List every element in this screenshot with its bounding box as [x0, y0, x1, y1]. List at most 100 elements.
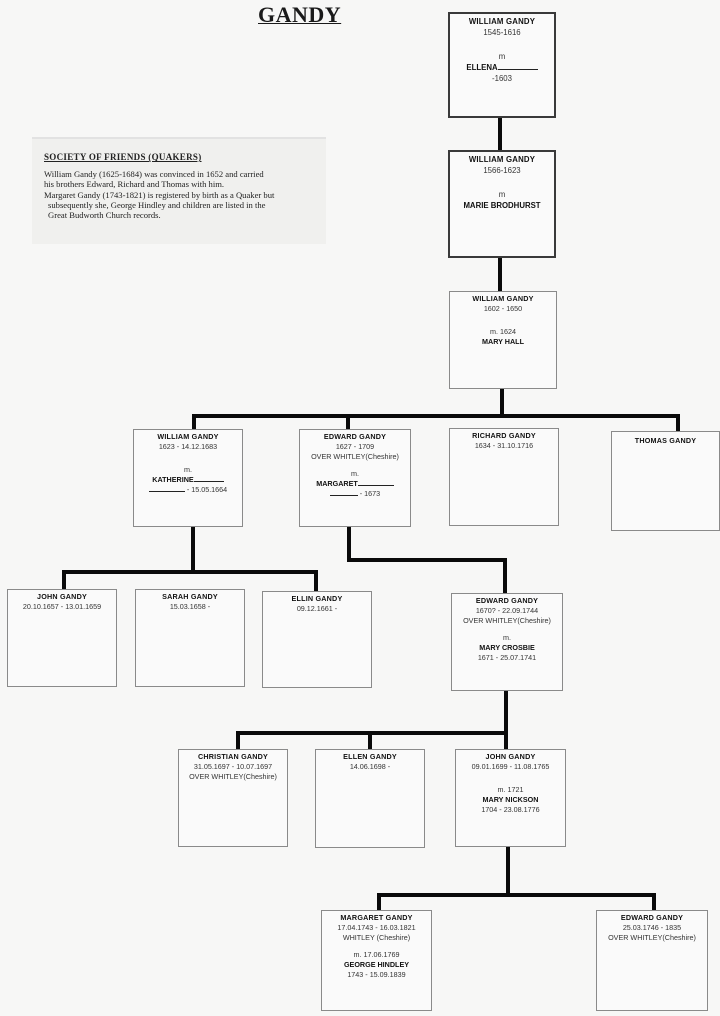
person-card-edward-1627[interactable]: EDWARD GANDY 1627 - 1709 OVER WHITLEY(Ch…	[299, 429, 411, 527]
connector-line	[192, 414, 680, 418]
connector-line	[498, 258, 502, 294]
person-dates: 1602 - 1650	[483, 304, 523, 313]
spouse-dates: - 15.05.1664	[186, 485, 228, 494]
marriage-label: m. 17.06.1769	[353, 950, 400, 959]
connector-line	[192, 414, 196, 430]
connector-line	[676, 414, 680, 432]
person-name: RICHARD GANDY	[472, 431, 536, 440]
spouse-name: ELLENA	[466, 63, 498, 72]
person-card-thomas[interactable]: THOMAS GANDY	[611, 431, 720, 531]
person-dates: 31.05.1697 - 10.07.1697	[193, 762, 273, 771]
person-card-christian-1697[interactable]: CHRISTIAN GANDY 31.05.1697 - 10.07.1697 …	[178, 749, 288, 847]
marriage-label: m.	[503, 633, 511, 642]
person-card-margaret-1743[interactable]: MARGARET GANDY 17.04.1743 - 16.03.1821 W…	[321, 910, 432, 1011]
marriage-label: m	[498, 190, 506, 199]
page-title: GANDY	[258, 2, 342, 27]
connector-line	[506, 846, 510, 896]
person-dates: 17.04.1743 - 16.03.1821	[337, 923, 416, 932]
spouse-dates: - 1673	[359, 489, 381, 498]
person-dates: 1545-1616	[483, 28, 521, 37]
connector-line	[347, 526, 351, 562]
connector-line	[62, 570, 318, 574]
spouse-dates: 1743 - 15.09.1839	[347, 970, 406, 979]
spouse-name: MARGARET	[316, 479, 358, 488]
connector-line	[498, 118, 502, 150]
note-body: William Gandy (1625-1684) was convinced …	[44, 169, 324, 220]
connector-line	[347, 558, 507, 562]
person-dates: 1634 - 31.10.1716	[474, 441, 534, 450]
person-name: EDWARD GANDY	[620, 913, 684, 922]
spouse-name: KATHERINE	[152, 475, 194, 484]
marriage-label: m. 1624	[490, 327, 516, 336]
note-line: Great Budworth Church records.	[48, 210, 161, 221]
note-line: William Gandy (1625-1684) was convinced …	[44, 169, 264, 180]
person-place: OVER WHITLEY(Cheshire)	[463, 616, 551, 625]
person-dates: 09.01.1699 - 11.08.1765	[471, 762, 550, 771]
connector-line	[503, 558, 507, 594]
spouse-dates: 1671 - 25.07.1741	[477, 653, 537, 662]
connector-line	[62, 570, 66, 590]
person-card-edward-1670[interactable]: EDWARD GANDY 1670? - 22.09.1744 OVER WHI…	[451, 593, 563, 691]
note-line: subsequently she, George Hindley and chi…	[48, 199, 266, 210]
person-name: WILLIAM GANDY	[468, 155, 536, 164]
person-dates: 14.06.1698 -	[349, 762, 391, 771]
note-line: Margaret Gandy (1743-1821) is registered…	[44, 189, 275, 200]
person-dates: 09.12.1661 -	[296, 604, 338, 613]
connector-line	[500, 388, 504, 418]
spouse-name: MARY NICKSON	[482, 795, 539, 804]
note-line: his brothers Edward, Richard and Thomas …	[44, 179, 225, 190]
marriage-label: m.	[351, 469, 359, 478]
marriage-label: m. 1721	[497, 785, 524, 794]
person-dates: 15.03.1658 -	[169, 602, 211, 611]
person-card-william-1545[interactable]: WILLIAM GANDY 1545-1616 m ELLENA -1603	[448, 12, 556, 118]
person-card-john-1657[interactable]: JOHN GANDY 20.10.1657 - 13.01.1659	[7, 589, 117, 687]
person-card-william-1623[interactable]: WILLIAM GANDY 1623 - 14.12.1683 m. KATHE…	[133, 429, 243, 527]
spouse-name: MARY CROSBIE	[479, 643, 535, 652]
person-dates: 1566-1623	[483, 166, 521, 175]
connector-line	[236, 731, 508, 735]
person-card-sarah-1658[interactable]: SARAH GANDY 15.03.1658 -	[135, 589, 245, 687]
connector-line	[652, 893, 656, 911]
person-dates: 20.10.1657 - 13.01.1659	[22, 602, 102, 611]
person-name: CHRISTIAN GANDY	[197, 752, 269, 761]
spouse-name: MARIE BRODHURST	[463, 201, 541, 210]
person-name: THOMAS GANDY	[634, 436, 697, 445]
person-card-william-1566[interactable]: WILLIAM GANDY 1566-1623 m MARIE BRODHURS…	[448, 150, 556, 258]
marriage-label: m.	[184, 465, 192, 474]
person-place: OVER WHITLEY(Cheshire)	[311, 452, 399, 461]
person-name: MARGARET GANDY	[340, 913, 413, 922]
person-card-ellen-1698[interactable]: ELLEN GANDY 14.06.1698 -	[315, 749, 425, 848]
quaker-note: SOCIETY OF FRIENDS (QUAKERS) William Gan…	[32, 137, 326, 244]
person-card-william-1602[interactable]: WILLIAM GANDY 1602 - 1650 m. 1624 MARY H…	[449, 291, 557, 389]
person-card-richard-1634[interactable]: RICHARD GANDY 1634 - 31.10.1716	[449, 428, 559, 526]
spouse-dates: -1603	[492, 74, 512, 83]
person-name: WILLIAM GANDY	[468, 17, 536, 26]
connector-line	[346, 414, 350, 430]
spouse-name: MARY HALL	[482, 337, 524, 346]
marriage-label: m	[498, 52, 506, 61]
connector-line	[377, 893, 381, 911]
person-name: EDWARD GANDY	[323, 432, 387, 441]
person-dates: 1623 - 14.12.1683	[158, 442, 218, 451]
person-place: OVER WHITLEY(Cheshire)	[189, 772, 277, 781]
person-name: ELLIN GANDY	[291, 594, 343, 603]
person-card-ellin-1661[interactable]: ELLIN GANDY 09.12.1661 -	[262, 591, 372, 688]
spouse-dates: 1704 - 23.08.1776	[481, 805, 540, 814]
person-name: JOHN GANDY	[485, 752, 536, 761]
person-place: WHITLEY (Cheshire)	[342, 933, 411, 942]
connector-line	[368, 731, 372, 750]
person-card-john-1699[interactable]: JOHN GANDY 09.01.1699 - 11.08.1765 m. 17…	[455, 749, 566, 847]
person-name: EDWARD GANDY	[475, 596, 539, 605]
person-dates: 25.03.1746 - 1835	[622, 923, 682, 932]
note-heading: SOCIETY OF FRIENDS (QUAKERS)	[44, 152, 202, 162]
person-card-edward-1746[interactable]: EDWARD GANDY 25.03.1746 - 1835 OVER WHIT…	[596, 910, 708, 1011]
person-name: WILLIAM GANDY	[157, 432, 219, 441]
connector-line	[314, 570, 318, 592]
connector-line	[236, 731, 240, 750]
person-place: OVER WHITLEY(Cheshire)	[608, 933, 696, 942]
person-name: JOHN GANDY	[37, 592, 87, 601]
connector-line	[504, 690, 508, 750]
connector-line	[191, 526, 195, 572]
person-name: WILLIAM GANDY	[472, 294, 534, 303]
connector-line	[377, 893, 655, 897]
